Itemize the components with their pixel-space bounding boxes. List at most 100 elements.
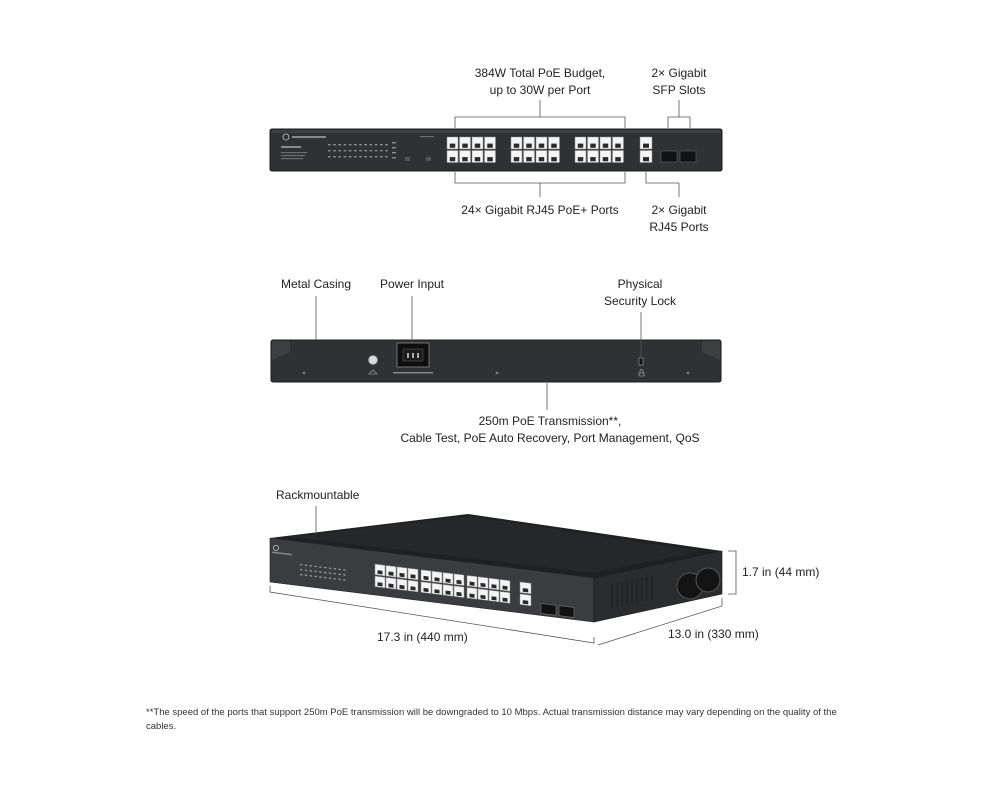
- led-indicator: [338, 144, 341, 146]
- led-indicator: [354, 144, 357, 146]
- led-indicator: [385, 150, 388, 152]
- led-indicator: [374, 144, 378, 146]
- rj45-port: [484, 136, 496, 150]
- led-indicator: [392, 142, 396, 144]
- rj45-port: [639, 150, 653, 163]
- front-view-switch: [269, 128, 723, 172]
- rj45-port: [453, 585, 465, 598]
- rj45-poe-ports-label: 24× Gigabit RJ45 PoE+ Ports: [461, 203, 619, 217]
- rj45-port: [510, 150, 523, 163]
- rj45-port: [431, 582, 443, 596]
- height-dimension-label: 1.7 in (44 mm): [742, 565, 820, 579]
- front-rj45-uplink-ports: [639, 136, 653, 163]
- rj45-port: [587, 150, 599, 163]
- perspective-led-indicators: [272, 551, 346, 581]
- rj45-port: [510, 136, 523, 150]
- rj45-port: [574, 136, 587, 150]
- led-indicator: [333, 573, 337, 575]
- depth-dimension-label: 13.0 in (330 mm): [668, 627, 759, 641]
- rj45-port: [396, 566, 408, 579]
- front-sfp-slots: [660, 150, 697, 163]
- led-indicator: [348, 150, 352, 152]
- rj45-port: [431, 570, 443, 584]
- rj45-ports-label: 2× Gigabit RJ45 Ports: [634, 202, 724, 236]
- led-indicator: [392, 157, 396, 159]
- led-indicator: [304, 569, 308, 571]
- ground-screw-icon: [368, 355, 378, 365]
- led-indicator: [328, 156, 331, 158]
- led-indicator: [343, 156, 347, 158]
- rj45-port: [407, 567, 419, 581]
- led-indicator: [328, 144, 331, 146]
- rj45-port: [477, 576, 489, 589]
- rj45-port: [519, 593, 532, 607]
- rj45-port: [488, 577, 500, 591]
- led-indicator: [324, 576, 327, 579]
- rj45-port: [446, 136, 459, 150]
- led-indicator: [328, 150, 331, 152]
- led-indicator: [328, 577, 332, 579]
- sfp-slot: [540, 603, 557, 616]
- led-indicator: [319, 566, 322, 568]
- rj45-port: [484, 150, 496, 163]
- led-indicator: [380, 156, 383, 158]
- led-indicator: [338, 573, 341, 576]
- rj45-port: [442, 572, 454, 585]
- led-indicator: [314, 570, 317, 573]
- led-indicator: [392, 147, 396, 149]
- lock-icon: [638, 369, 645, 377]
- led-indicator: [300, 573, 303, 576]
- led-indicator: [333, 144, 336, 146]
- led-indicator: [338, 156, 341, 158]
- rj45-port: [385, 577, 397, 590]
- metal-casing-label: Metal Casing: [280, 277, 352, 291]
- sfp-slot: [679, 150, 697, 163]
- led-indicator: [374, 156, 378, 158]
- rj45-port: [471, 150, 484, 163]
- front-mode-button: [405, 157, 410, 161]
- led-indicator: [354, 156, 357, 158]
- front-led-indicators: [328, 136, 434, 159]
- led-indicator: [364, 144, 367, 146]
- rj45-ports-line1: 2× Gigabit: [651, 203, 707, 217]
- rj45-port: [477, 588, 489, 601]
- led-indicator: [309, 575, 313, 577]
- rj45-port: [471, 136, 484, 150]
- sfp-slots-line2: SFP Slots: [652, 83, 706, 97]
- brand-logo-icon: [282, 133, 290, 141]
- led-indicator: [392, 152, 396, 154]
- led-indicator: [333, 150, 336, 152]
- led-indicator: [304, 574, 308, 576]
- led-indicator: [364, 156, 367, 158]
- security-lock-slot: [638, 357, 644, 366]
- rj45-port: [499, 591, 511, 604]
- features-label: 250m PoE Transmission**, Cable Test, PoE…: [400, 413, 700, 447]
- led-indicator: [333, 568, 337, 570]
- rj45-port: [535, 150, 548, 163]
- width-dimension-label: 17.3 in (440 mm): [377, 630, 468, 644]
- rj45-port: [535, 136, 548, 150]
- rj45-port: [453, 573, 465, 586]
- rj45-port: [374, 575, 386, 589]
- led-indicator: [343, 150, 347, 152]
- rj45-port: [420, 581, 432, 594]
- rackmountable-label: Rackmountable: [276, 488, 360, 502]
- led-indicator: [364, 150, 367, 152]
- led-indicator: [385, 144, 388, 146]
- front-callout-lines: [454, 100, 691, 197]
- rj45-port: [459, 136, 471, 150]
- led-indicator: [359, 144, 362, 146]
- sfp-slot: [558, 605, 575, 618]
- rear-view-switch: [270, 339, 722, 383]
- perspective-view-switch: [269, 514, 723, 623]
- rj45-port: [574, 150, 587, 163]
- led-indicator: [380, 144, 383, 146]
- security-lock-label: Physical Security Lock: [590, 276, 690, 310]
- rj45-port: [587, 136, 599, 150]
- rj45-port: [466, 587, 478, 600]
- led-indicator: [314, 575, 317, 578]
- brand-logo-icon: [273, 545, 279, 551]
- led-indicator: [333, 578, 337, 580]
- rj45-port: [612, 136, 624, 150]
- rj45-port: [639, 136, 653, 150]
